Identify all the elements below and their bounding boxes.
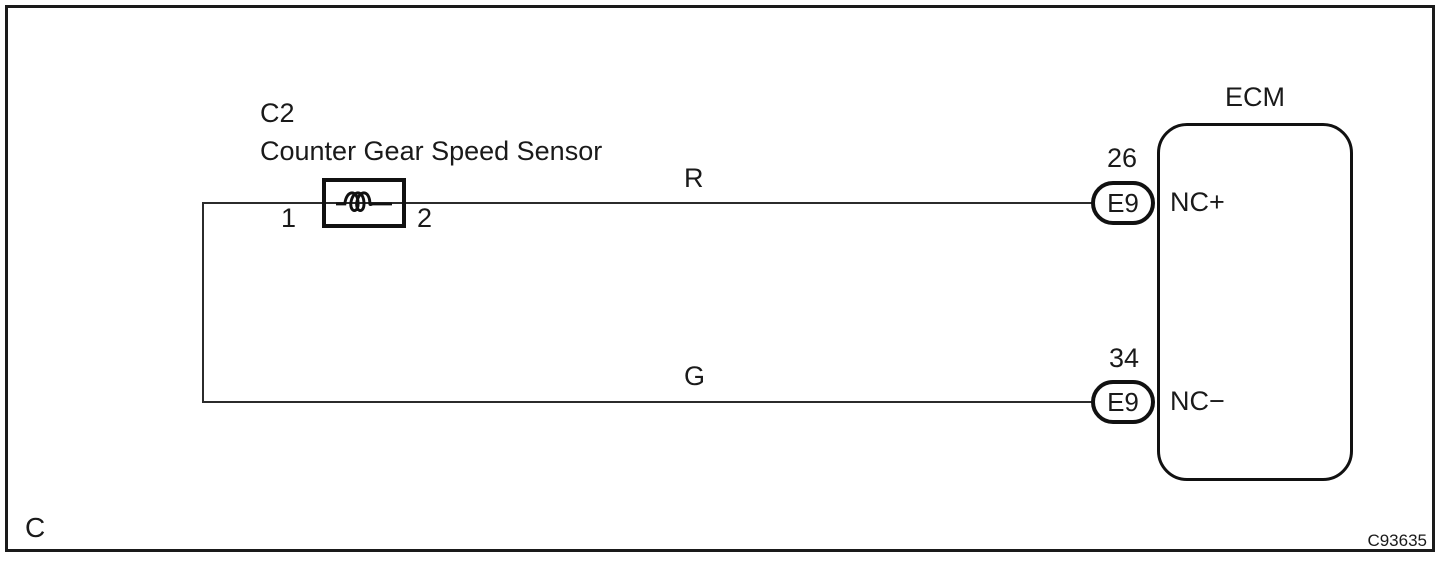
sensor-terminal-2: 2 <box>417 203 433 233</box>
wire-left-vertical-segment <box>202 202 204 403</box>
speed-sensor-box <box>322 178 406 228</box>
sensor-connector-code: C2 <box>260 98 295 128</box>
ecm-title: ECM <box>1225 82 1285 112</box>
ecm-pin-number-26: 26 <box>1107 143 1138 173</box>
sensor-terminal-1: 1 <box>281 203 297 233</box>
ecm-pin-number-34: 34 <box>1109 343 1140 373</box>
signal-nc-plus: NC+ <box>1170 187 1225 217</box>
connector-e9-label: E9 <box>1107 187 1139 218</box>
wire-color-r: R <box>684 163 704 193</box>
sensor-name: Counter Gear Speed Sensor <box>260 136 603 166</box>
connector-e9-pin26-oval: E9 <box>1091 181 1155 225</box>
diagram-border <box>5 5 1435 552</box>
wire-r-segment <box>203 202 1093 204</box>
ecm-box <box>1157 123 1353 481</box>
inductor-coil-icon <box>336 191 392 212</box>
wire-color-g: G <box>684 361 706 391</box>
wire-g-segment <box>203 401 1093 403</box>
signal-nc-minus: NC− <box>1170 386 1225 416</box>
drawing-number: C93635 <box>1367 531 1427 550</box>
connector-e9-pin34-oval: E9 <box>1091 380 1155 424</box>
figure-letter: C <box>25 512 46 543</box>
connector-e9-label: E9 <box>1107 386 1139 417</box>
